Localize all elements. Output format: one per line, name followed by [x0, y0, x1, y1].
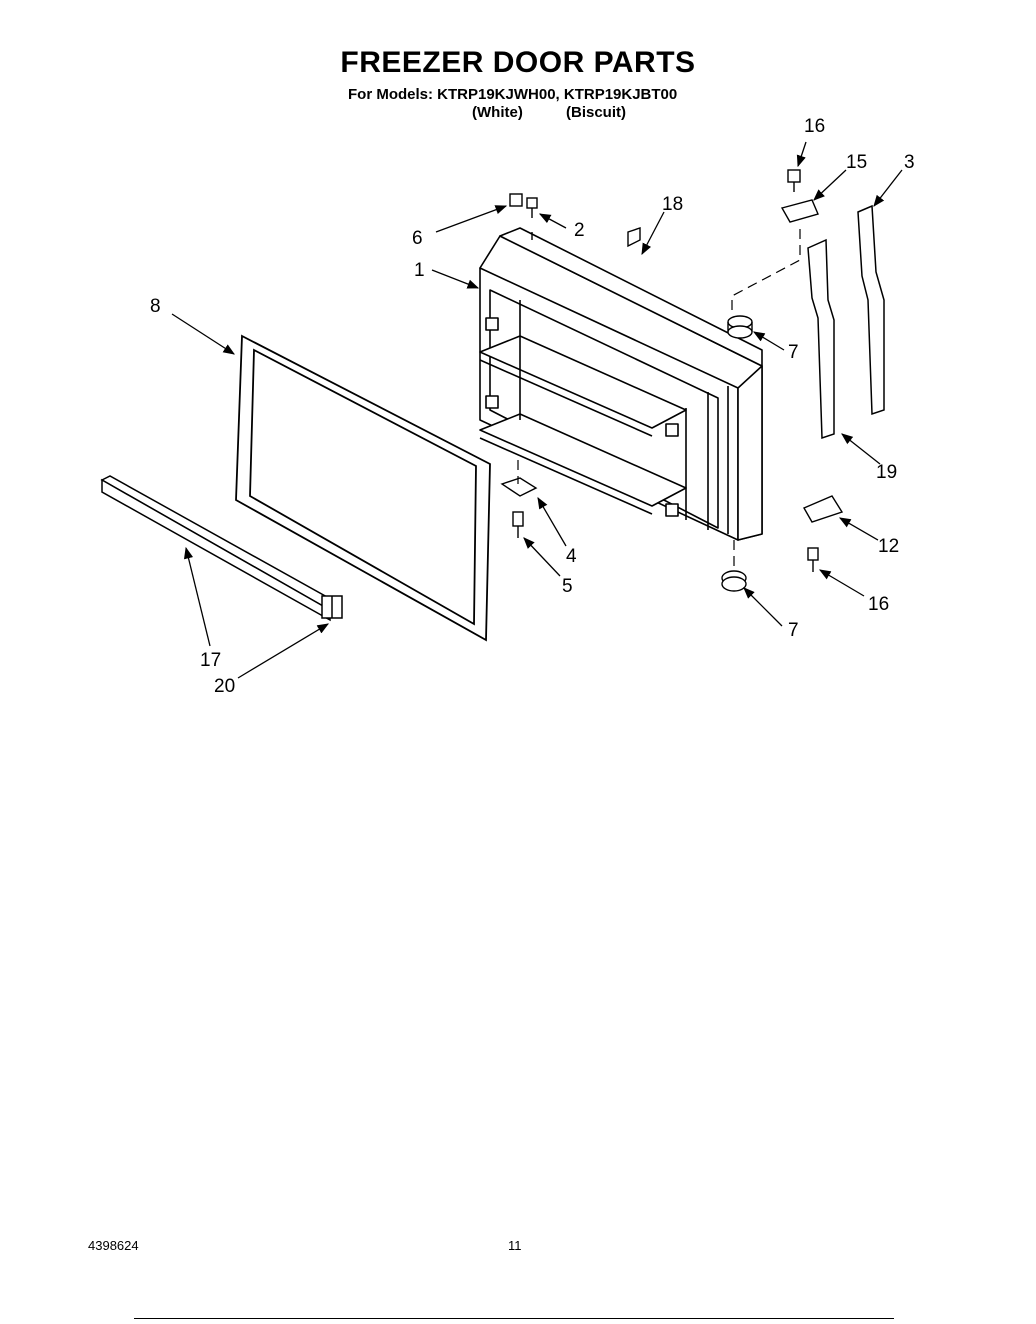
page-number: 11 — [508, 1238, 522, 1253]
callout-1: 1 — [414, 260, 425, 281]
callout-5: 5 — [562, 576, 573, 597]
callout-2: 2 — [574, 220, 585, 241]
callout-labels: 1 2 3 4 5 6 7 7 8 12 15 16 16 17 18 19 2… — [150, 116, 915, 697]
bottom-hinge — [500, 477, 538, 538]
leader-arrows — [171, 141, 903, 679]
callout-8: 8 — [150, 296, 161, 317]
callout-20: 20 — [214, 676, 235, 697]
assembly-lines — [517, 228, 801, 570]
upper-hinge — [780, 169, 819, 223]
callout-6: 6 — [412, 228, 423, 249]
callout-18: 18 — [662, 194, 683, 215]
variant-biscuit: (Biscuit) — [566, 104, 626, 121]
door-gasket — [235, 334, 491, 642]
variant-white: (White) — [472, 104, 523, 121]
hinge-caps — [721, 315, 753, 592]
footer-rule — [134, 1318, 894, 1319]
callout-15: 15 — [846, 152, 867, 173]
callout-12: 12 — [878, 536, 899, 557]
callout-19: 19 — [876, 462, 897, 483]
door-liner — [479, 227, 763, 541]
callout-3: 3 — [904, 152, 915, 173]
callout-16-top: 16 — [804, 116, 825, 137]
seal-strip — [627, 227, 641, 248]
end-cap — [321, 595, 343, 619]
model-numbers: For Models: KTRP19KJWH00, KTRP19KJBT00 — [348, 86, 678, 103]
page-title: FREEZER DOOR PARTS — [340, 46, 696, 79]
callout-16-bottom: 16 — [868, 594, 889, 615]
lower-right-hinge — [803, 495, 844, 572]
callout-4: 4 — [566, 546, 577, 567]
top-screws — [509, 193, 538, 240]
side-trim-strips — [807, 204, 885, 440]
handle-trim — [100, 475, 338, 622]
document-number: 4398624 — [88, 1238, 139, 1253]
callout-17: 17 — [200, 650, 221, 671]
callout-7-bottom: 7 — [788, 620, 799, 641]
callout-7-top: 7 — [788, 342, 799, 363]
